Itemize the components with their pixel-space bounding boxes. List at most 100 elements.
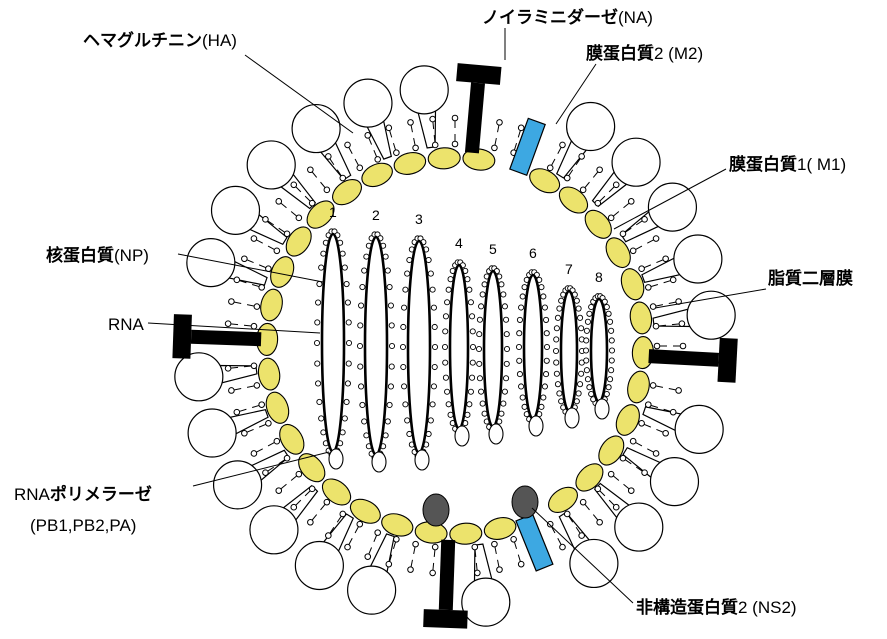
label-hemagglutinin: ヘマグルチニン(HA) [83, 30, 237, 50]
np-bead [520, 395, 525, 400]
np-bead [385, 268, 390, 273]
lipid-head [547, 521, 553, 527]
np-bead [554, 371, 559, 376]
np-bead [606, 385, 611, 390]
lipid-head [679, 321, 685, 327]
lipid-head [254, 304, 260, 310]
rna-strand [484, 271, 502, 427]
lipid-head [357, 165, 363, 171]
lipid-head [225, 321, 231, 327]
np-bead [362, 419, 367, 424]
ha-head [615, 503, 663, 551]
hemagglutinin-spike [643, 405, 723, 453]
np-bead [432, 324, 437, 329]
ha-stalk [653, 309, 692, 327]
na-crossbar [717, 338, 737, 383]
np-bead [444, 389, 449, 394]
np-bead [520, 294, 525, 299]
segment-number: 7 [565, 261, 573, 277]
np-bead [555, 315, 560, 320]
np-bead [543, 371, 548, 376]
lipid-head [492, 145, 498, 151]
m1-protein [428, 147, 461, 170]
np-bead [553, 348, 558, 353]
lipid-head [653, 323, 659, 329]
m1-protein [612, 401, 644, 439]
ha-head [212, 186, 260, 234]
m1-protein [544, 482, 582, 518]
np-bead [388, 384, 393, 389]
hemagglutinin-spike [295, 514, 353, 589]
rnp-segment: 1 [314, 204, 351, 469]
ha-head [674, 235, 722, 283]
lipid-head [308, 167, 314, 173]
ha-head [567, 103, 615, 151]
lipid-head [630, 438, 636, 444]
lipid-head [345, 544, 351, 550]
phospholipid-pair [408, 120, 419, 151]
np-bead [468, 300, 473, 305]
rnp-segment: 8 [583, 269, 614, 419]
lipid-head [579, 533, 585, 539]
np-bead [446, 402, 451, 407]
lipid-head [642, 470, 648, 476]
lipid-head [628, 199, 634, 205]
np-bead [442, 344, 447, 349]
lipid-head [432, 544, 438, 550]
np-bead [517, 358, 522, 363]
lipid-head [580, 187, 586, 193]
np-bead [405, 271, 410, 276]
lipid-head [654, 343, 660, 349]
np-bead [428, 271, 433, 276]
lipid-head [595, 486, 601, 492]
np-bead [315, 320, 320, 325]
np-bead [468, 389, 473, 394]
rna-strand [408, 241, 430, 453]
lipid-head [375, 530, 381, 536]
np-bead [480, 292, 485, 297]
np-bead [554, 337, 559, 342]
np-bead [358, 384, 363, 389]
hemagglutinin-spike [462, 544, 510, 626]
polymerase-complex [329, 449, 343, 469]
hemagglutinin-spike [557, 103, 615, 178]
phospholipid-pair [251, 438, 280, 456]
polymerase-complex [455, 426, 469, 446]
np-bead [346, 361, 351, 366]
ha-head [188, 409, 236, 457]
lipid-head [263, 217, 269, 223]
np-bead [542, 384, 547, 389]
np-bead [577, 382, 582, 387]
polymerase-complex [595, 399, 609, 419]
np-bead [401, 324, 406, 329]
hemagglutinin-spike [623, 448, 698, 506]
ha-head [247, 141, 295, 189]
np-bead [584, 328, 589, 333]
lipid-head [680, 343, 686, 349]
lipid-head [650, 304, 656, 310]
hemagglutinin-spike [653, 291, 735, 339]
label-nucleoprotein: 核蛋白質(NP) [46, 245, 149, 265]
np-bead [517, 371, 522, 376]
lipid-head [357, 521, 363, 527]
lipid-head [564, 511, 570, 517]
np-bead [470, 360, 475, 365]
np-bead [609, 358, 614, 363]
np-bead [443, 314, 448, 319]
ha-stalk [418, 109, 436, 148]
np-bead [587, 385, 592, 390]
np-bead [477, 361, 482, 366]
hemagglutinin-spike [250, 486, 318, 554]
np-bead [585, 319, 590, 324]
lipid-head [263, 470, 269, 476]
phospholipid-pair [654, 343, 686, 349]
lipid-head [413, 541, 419, 547]
hemagglutinin-spike [247, 141, 315, 209]
lipid-head [579, 154, 585, 160]
lipid-head [564, 175, 570, 181]
lipid-head [620, 231, 626, 237]
np-bead [400, 344, 405, 349]
np-bead [517, 331, 522, 336]
np-bead [541, 294, 546, 299]
